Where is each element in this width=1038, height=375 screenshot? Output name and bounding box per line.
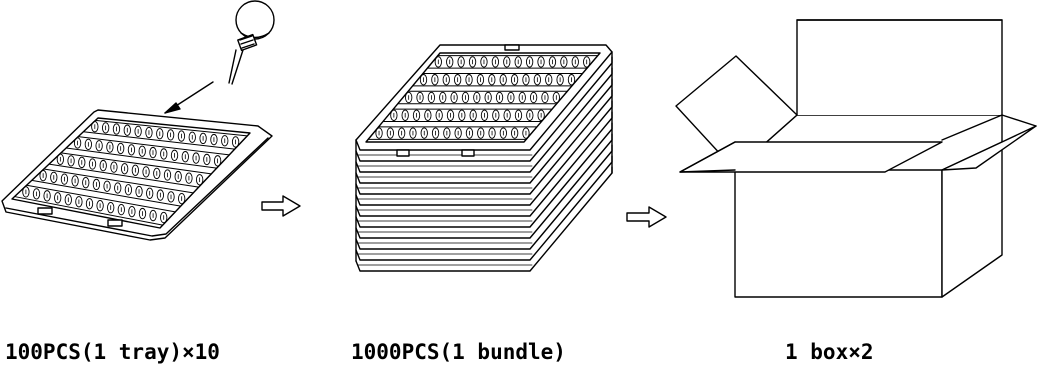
hollow-arrow-right-icon — [626, 206, 667, 228]
tray-cup-row — [426, 55, 599, 69]
tray-cup-row — [48, 152, 212, 188]
tray-cup-row — [31, 168, 194, 207]
tray-cup-row — [367, 126, 538, 140]
tray-cup-row — [14, 184, 176, 226]
arrow-down-left-icon — [164, 81, 214, 114]
box-caption: 1 box×2 — [785, 340, 874, 364]
tray-illustration — [1, 109, 273, 241]
led-bulb-icon — [228, 0, 275, 85]
hollow-arrow-right-icon — [261, 195, 301, 217]
tray-cup-row — [82, 119, 248, 150]
tray-cup-row — [412, 72, 584, 87]
tray-cup-row — [382, 108, 553, 123]
bundle-caption: 1000PCS(1 bundle) — [351, 340, 566, 364]
tray-cup-row — [65, 136, 230, 169]
tray-bundle-illustration — [355, 44, 613, 272]
open-box-icon — [675, 19, 1037, 298]
tray-cup-row — [397, 90, 568, 105]
tray-caption: 100PCS(1 tray)×10 — [5, 340, 220, 364]
